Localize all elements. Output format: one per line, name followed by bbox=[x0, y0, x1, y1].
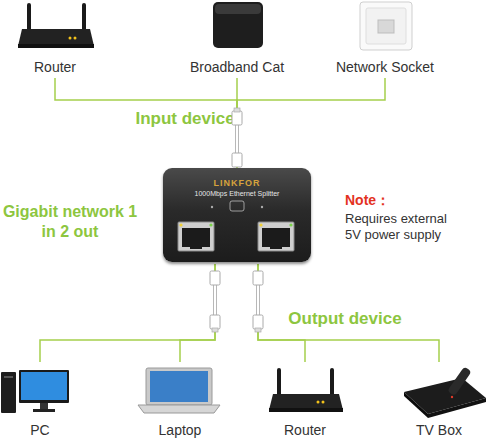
device-node: Router bbox=[10, 0, 100, 76]
device-label: Network Socket bbox=[336, 59, 434, 76]
brand-text: LINKFOR bbox=[214, 177, 261, 189]
device-label: TV Box bbox=[416, 422, 462, 439]
connector-line bbox=[237, 78, 385, 168]
note-text: Requires external 5V power supply bbox=[345, 211, 463, 243]
section-heading: Gigabit network 1 in 2 out bbox=[0, 202, 140, 242]
tv-box-icon bbox=[404, 366, 486, 418]
pc-icon bbox=[1, 370, 69, 413]
device-label: PC bbox=[30, 422, 49, 439]
network-cable bbox=[210, 271, 220, 332]
section-heading: Output device bbox=[270, 309, 420, 329]
device-node: PC bbox=[0, 362, 80, 439]
connector-line bbox=[180, 264, 215, 362]
device-node: Laptop bbox=[135, 362, 225, 439]
device-label: Broadband Cat bbox=[190, 59, 284, 76]
device-label: Router bbox=[34, 59, 76, 76]
device-label: Router bbox=[284, 422, 326, 439]
connector-line bbox=[40, 264, 215, 362]
device-label: Laptop bbox=[159, 422, 202, 439]
modem-icon bbox=[213, 2, 263, 48]
device-node: Broadband Cat bbox=[172, 0, 302, 76]
section-heading: Input device bbox=[100, 109, 270, 129]
model-text: 1000Mbps Ethernet Splitter bbox=[195, 189, 280, 199]
note-heading: Note： bbox=[345, 192, 465, 209]
router-icon bbox=[18, 3, 94, 48]
splitter-box: LINKFOR1000Mbps Ethernet Splitter bbox=[163, 168, 311, 262]
connector-line bbox=[258, 264, 439, 362]
wall-socket-icon bbox=[360, 2, 412, 50]
device-node: Network Socket bbox=[325, 0, 445, 76]
device-node: Router bbox=[260, 362, 350, 439]
laptop-icon bbox=[138, 368, 220, 413]
device-node: TV Box bbox=[390, 362, 488, 439]
router-icon bbox=[269, 368, 343, 412]
network-cable bbox=[253, 271, 263, 332]
